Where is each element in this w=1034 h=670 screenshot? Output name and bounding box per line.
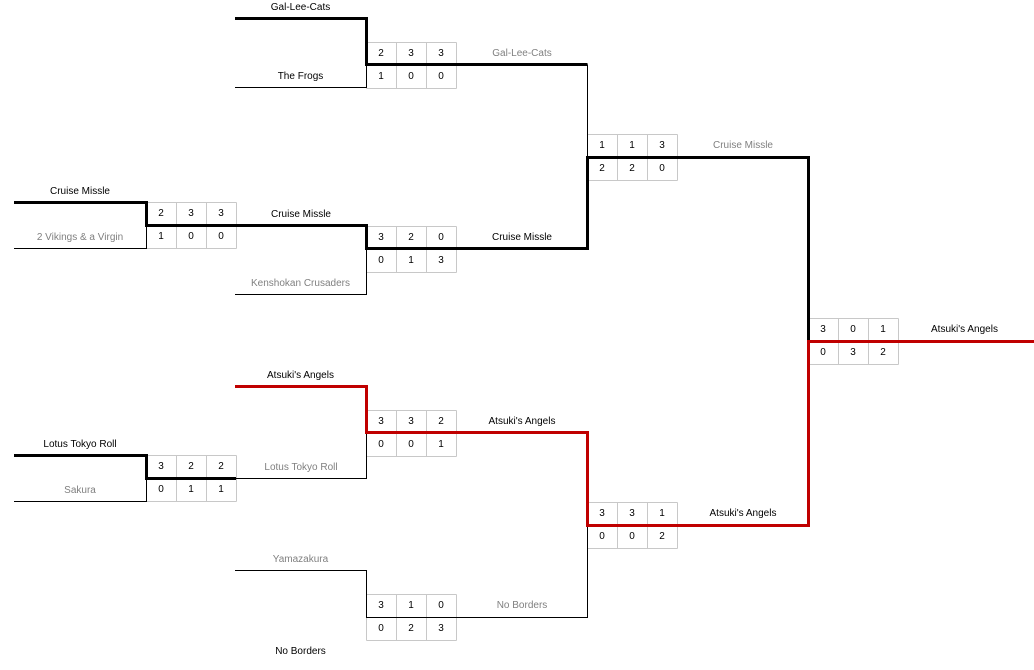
- score-cell: 3: [218, 208, 224, 219]
- score-cell: 3: [158, 461, 164, 472]
- score-cell: 3: [659, 140, 665, 151]
- team-label: The Frogs: [277, 71, 324, 82]
- team-label: Sakura: [64, 485, 96, 496]
- score-grids: [146, 42, 899, 641]
- team-label: Lotus Tokyo Roll: [264, 462, 338, 473]
- team-label: Gal-Lee-Cats: [270, 2, 331, 13]
- team-label: Cruise Missle: [712, 140, 773, 151]
- score-cell: 0: [438, 71, 444, 82]
- winner-lines: [14, 17, 810, 480]
- score-cell: 2: [629, 163, 635, 174]
- score-cell: 1: [438, 439, 444, 450]
- score-cell: 0: [820, 347, 826, 358]
- score-cell: 0: [408, 439, 414, 450]
- score-cell: 2: [408, 623, 414, 634]
- score-cell: 0: [378, 623, 384, 634]
- team-label: Cruise Missle: [270, 209, 331, 220]
- score-cell: 2: [218, 461, 224, 472]
- team-label: Kenshokan Crusaders: [251, 278, 350, 289]
- team-label: Cruise Missle: [49, 186, 110, 197]
- score-cell: 3: [438, 255, 444, 266]
- champion-path: [235, 340, 1034, 527]
- score-cell: 3: [629, 508, 635, 519]
- score-cell: 0: [158, 484, 164, 495]
- score-cell: 3: [188, 208, 194, 219]
- score-cell: 3: [438, 48, 444, 59]
- team-label: Atsuki's Angels: [267, 370, 334, 381]
- champion-label: Atsuki's Angels: [931, 324, 998, 335]
- score-cell: 1: [158, 231, 164, 242]
- score-cell: 0: [188, 231, 194, 242]
- team-label: Yamazakura: [272, 554, 329, 565]
- loser-lines: [14, 64, 588, 618]
- team-label: Atsuki's Angels: [709, 508, 777, 519]
- score-cell: 2: [378, 48, 384, 59]
- score-cell: 0: [438, 232, 444, 243]
- score-cell: 3: [820, 324, 826, 335]
- team-label: Cruise Missle: [491, 232, 552, 243]
- score-cell: 1: [599, 140, 605, 151]
- score-cell: 0: [438, 600, 444, 611]
- score-cell: 0: [378, 255, 384, 266]
- score-cell: 1: [629, 140, 635, 151]
- score-cell: 3: [378, 416, 384, 427]
- score-cell: 3: [408, 416, 414, 427]
- team-label: 2 Vikings & a Virgin: [36, 232, 124, 243]
- score-cell: 0: [850, 324, 856, 335]
- score-cell: 2: [158, 208, 164, 219]
- score-cell: 2: [438, 416, 444, 427]
- score-cell: 3: [378, 232, 384, 243]
- score-cell: 1: [880, 324, 886, 335]
- score-cell: 3: [438, 623, 444, 634]
- score-cell: 1: [188, 484, 194, 495]
- score-cell: 0: [378, 439, 384, 450]
- score-cell: 1: [408, 255, 414, 266]
- score-cell: 2: [188, 461, 194, 472]
- score-cell: 2: [659, 531, 665, 542]
- score-cell: 2: [880, 347, 886, 358]
- score-cell: 2: [599, 163, 605, 174]
- score-cell: 3: [850, 347, 856, 358]
- score-cell: 1: [218, 484, 224, 495]
- score-cell: 3: [599, 508, 605, 519]
- score-cell: 1: [408, 600, 414, 611]
- score-cell: 0: [218, 231, 224, 242]
- score-cell: 0: [659, 163, 665, 174]
- score-cell: 0: [408, 71, 414, 82]
- team-label: No Borders: [496, 600, 548, 611]
- score-cell: 2: [408, 232, 414, 243]
- score-cell: 1: [378, 71, 384, 82]
- team-label: Gal-Lee-Cats: [492, 48, 552, 59]
- score-cell: 0: [629, 531, 635, 542]
- score-cell: 1: [659, 508, 665, 519]
- team-label: Atsuki's Angels: [488, 416, 556, 427]
- score-cell: 3: [408, 48, 414, 59]
- score-cell: 3: [378, 600, 384, 611]
- score-cell: 0: [599, 531, 605, 542]
- team-label: No Borders: [275, 646, 326, 657]
- team-label: Lotus Tokyo Roll: [43, 439, 117, 450]
